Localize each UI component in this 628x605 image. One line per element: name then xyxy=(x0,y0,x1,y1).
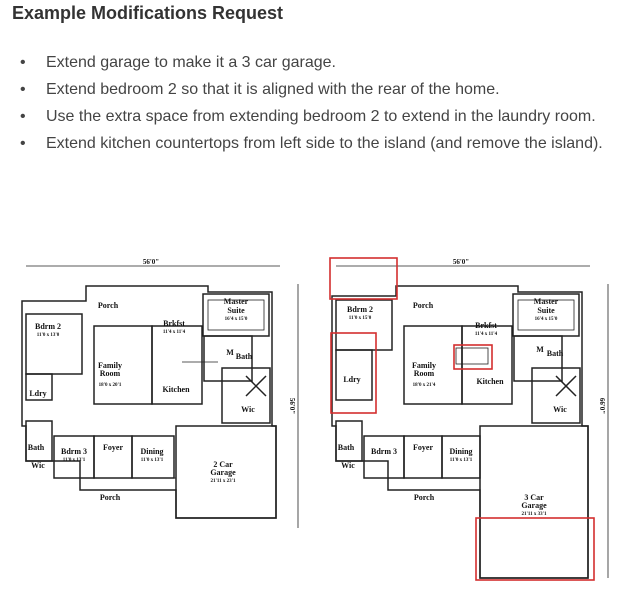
room-label: Bdrm 3 xyxy=(61,447,87,456)
width-dimension: 56'0" xyxy=(143,258,159,266)
depth-dimension: 56'0" xyxy=(288,398,296,414)
page-title: Example Modifications Request xyxy=(12,3,284,23)
room-label: Ldry xyxy=(29,389,46,398)
highlight-laundry-extension xyxy=(330,332,377,414)
room-label: Room xyxy=(100,369,121,378)
room-label: Kitchen xyxy=(162,385,190,394)
room-dimension: 11'0 x 13'1 xyxy=(450,458,473,463)
modification-list: •Extend garage to make it a 3 car garage… xyxy=(18,53,618,161)
list-item: •Extend bedroom 2 so that it is aligned … xyxy=(20,81,500,98)
room-label: Porch xyxy=(98,301,119,310)
bullet-icon: • xyxy=(20,135,26,152)
room-label: Wic xyxy=(31,461,45,470)
room-label: Brkfst xyxy=(163,319,185,328)
room-label: Porch xyxy=(100,493,121,502)
highlight-bedroom-extension xyxy=(329,257,398,300)
width-dimension: 56'0" xyxy=(453,258,469,266)
room-dimension: 11'0 x 15'0 xyxy=(349,316,372,321)
room-label: Suite xyxy=(227,306,245,315)
room-label: Garage xyxy=(521,501,547,510)
room-label: Kitchen xyxy=(476,377,504,386)
room-dimension: 11'4 x 11'4 xyxy=(475,332,498,337)
depth-dimension: 66'0" xyxy=(598,398,606,414)
room-label: Bath xyxy=(28,443,45,452)
room-label: Dining xyxy=(140,447,163,456)
room-label: Wic xyxy=(553,405,567,414)
room-label: Bath xyxy=(547,349,564,358)
room-dimension: 11'0 x 13'0 xyxy=(37,333,60,338)
room-label: Bdrm 2 xyxy=(35,322,61,331)
room-label: Family xyxy=(98,361,122,370)
room-label: Foyer xyxy=(413,443,433,452)
room-label: Family xyxy=(412,361,436,370)
room-dimension: 11'4 x 11'4 xyxy=(163,330,186,335)
room-dimension: 21'11 x 23'1 xyxy=(210,479,236,484)
room-dimension: 18'0 x 21'4 xyxy=(413,383,436,388)
floor-plan-after: 56'0" 66'0" Porch Master Suite 16'4 x 15… xyxy=(329,257,609,581)
list-item: •Extend garage to make it a 3 car garage… xyxy=(20,54,336,71)
bullet-icon: • xyxy=(20,81,26,98)
room-dimension: 16'4 x 15'0 xyxy=(535,317,558,322)
room-label: Wic xyxy=(241,405,255,414)
room-dimension: 11'0 x 13'1 xyxy=(63,458,86,463)
room-label: Suite xyxy=(537,306,555,315)
highlight-garage-extension xyxy=(475,517,595,581)
floor-plan-before: 56'0" 56'0" Porch Master Suite 16'4 x 15… xyxy=(21,258,299,528)
room-label: Foyer xyxy=(103,443,123,452)
room-label: Bath xyxy=(236,352,253,361)
room-label: Master xyxy=(534,297,559,306)
room-label: Brkfst xyxy=(475,321,497,330)
room-label: Room xyxy=(414,369,435,378)
room-dimension: 11'0 x 13'1 xyxy=(141,458,164,463)
room-label: Wic xyxy=(341,461,355,470)
room-dimension: 21'11 x 33'1 xyxy=(521,512,547,517)
highlight-kitchen-countertop xyxy=(453,344,493,370)
room-label: Bdrm 2 xyxy=(347,305,373,314)
bullet-icon: • xyxy=(20,54,26,71)
room-label: Bath xyxy=(338,443,355,452)
room-label: Garage xyxy=(210,468,236,477)
list-item: •Extend kitchen countertops from left si… xyxy=(20,135,603,152)
room-dimension: 18'0 x 20'1 xyxy=(99,383,122,388)
room-label: Porch xyxy=(413,301,434,310)
room-label: Porch xyxy=(414,493,435,502)
room-label: 2 Car xyxy=(213,460,233,469)
list-item: •Use the extra space from extending bedr… xyxy=(20,108,596,125)
room-dimension: 16'4 x 15'0 xyxy=(225,317,248,322)
room-label: M xyxy=(536,345,544,354)
bullet-icon: • xyxy=(20,108,26,125)
room-label: M xyxy=(226,348,234,357)
room-label: Dining xyxy=(449,447,472,456)
room-label: Master xyxy=(224,297,249,306)
room-label: 3 Car xyxy=(524,493,544,502)
room-label: Bdrm 3 xyxy=(371,447,397,456)
room-label: Ldry xyxy=(343,375,360,384)
